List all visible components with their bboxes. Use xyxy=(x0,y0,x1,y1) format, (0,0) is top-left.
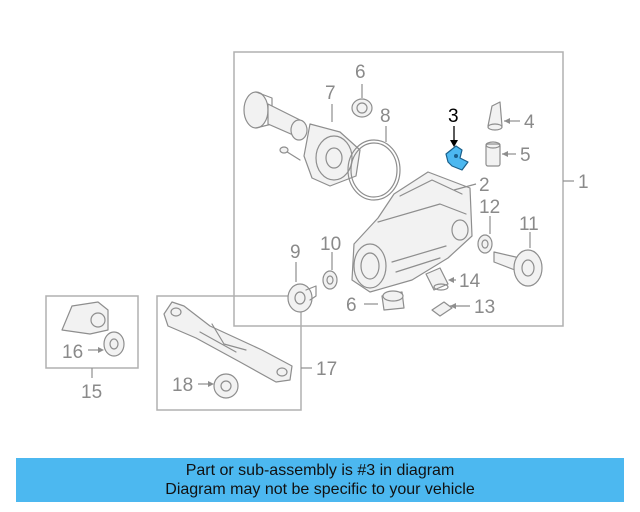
banner-line-part-info: Part or sub-assembly is #3 in diagram xyxy=(185,462,455,479)
part-16-mount[interactable] xyxy=(61,301,125,357)
arrow-14 xyxy=(448,277,454,283)
callout-13[interactable]: 13 xyxy=(474,297,495,318)
part-7-drive-flange[interactable] xyxy=(243,91,361,187)
callout-2[interactable]: 2 xyxy=(479,175,490,196)
callout-10[interactable]: 10 xyxy=(320,234,341,255)
part-18-bushing[interactable] xyxy=(213,373,239,399)
part-6-lower-seal[interactable] xyxy=(381,290,405,311)
banner-line-disclaimer: Diagram may not be specific to your vehi… xyxy=(165,481,475,498)
parts-diagram: 1 15 17 7 6 8 xyxy=(45,51,589,411)
callout-7[interactable]: 7 xyxy=(325,83,336,104)
part-9-flange[interactable] xyxy=(287,283,317,313)
assembly-frame-17 xyxy=(156,295,302,411)
part-3-bracket-highlighted[interactable] xyxy=(445,145,469,171)
callout-17[interactable]: 17 xyxy=(316,359,337,380)
arrow-13 xyxy=(450,303,456,309)
callout-8[interactable]: 8 xyxy=(380,106,391,127)
part-12-seal[interactable] xyxy=(477,234,493,254)
part-11-output-flange[interactable] xyxy=(493,249,543,287)
arrow-18 xyxy=(208,381,214,387)
callout-11[interactable]: 11 xyxy=(519,214,539,235)
callout-1[interactable]: 1 xyxy=(578,172,589,193)
part-10-washer[interactable] xyxy=(322,270,338,290)
arrow-5 xyxy=(502,151,508,157)
callout-6a[interactable]: 6 xyxy=(355,62,366,83)
part-5-sleeve[interactable] xyxy=(485,141,501,167)
callout-18[interactable]: 18 xyxy=(172,375,193,396)
callout-6b[interactable]: 6 xyxy=(346,295,357,316)
assembly-frame-main xyxy=(233,51,564,327)
part-2-differential-housing[interactable] xyxy=(351,171,473,293)
callout-9[interactable]: 9 xyxy=(290,242,301,263)
callout-4[interactable]: 4 xyxy=(524,112,535,133)
part-6-upper-seal[interactable] xyxy=(351,98,373,118)
part-13-clip[interactable] xyxy=(431,301,453,317)
part-14-bushing[interactable] xyxy=(425,267,449,291)
part-17-crossmember[interactable] xyxy=(163,301,293,383)
leader-2 xyxy=(453,183,477,191)
part-bolt[interactable] xyxy=(279,146,301,161)
part-4-cap[interactable] xyxy=(487,101,503,131)
part-8-o-ring[interactable] xyxy=(347,139,401,201)
arrow-3 xyxy=(450,140,458,147)
callout-12[interactable]: 12 xyxy=(479,197,500,218)
callout-14[interactable]: 14 xyxy=(459,271,481,292)
arrow-16 xyxy=(98,347,104,353)
callout-5[interactable]: 5 xyxy=(520,145,531,166)
callout-3[interactable]: 3 xyxy=(448,106,459,127)
info-banner: Part or sub-assembly is #3 in diagram Di… xyxy=(16,458,624,502)
callout-16[interactable]: 16 xyxy=(62,342,83,363)
callout-15[interactable]: 15 xyxy=(81,382,102,403)
arrow-4 xyxy=(504,118,510,124)
